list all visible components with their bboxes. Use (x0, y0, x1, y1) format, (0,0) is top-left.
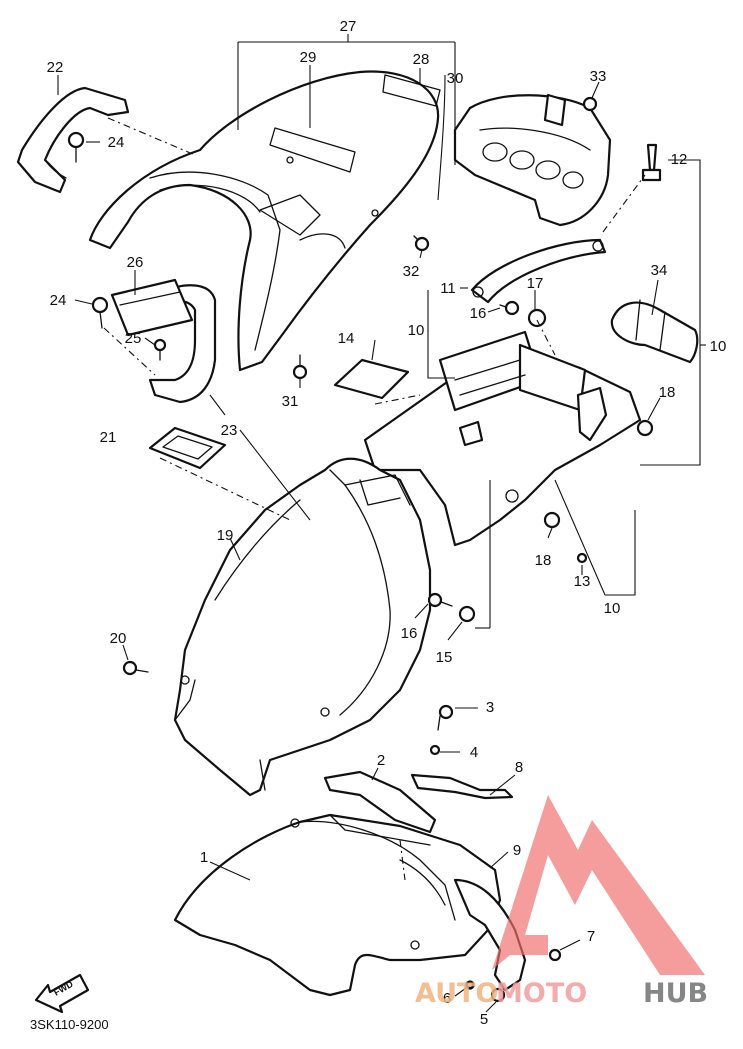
washer-6 (465, 980, 475, 990)
drawing-code: 3SK110-9200 (30, 1017, 109, 1032)
callout-3: 3 (486, 699, 494, 716)
callout-27: 27 (340, 18, 357, 35)
tool-bag (610, 299, 699, 364)
fender-stay-8 (410, 773, 514, 800)
callout-10-lower: 10 (604, 600, 621, 617)
callout-10-right: 10 (710, 338, 727, 355)
watermark-moto: MOTO (496, 978, 587, 1009)
watermark-triangle (492, 795, 705, 975)
bolt-24-lower (91, 296, 109, 329)
watermark-hub: HUB (643, 978, 708, 1009)
nut-15 (458, 605, 476, 623)
clip-7 (548, 948, 562, 962)
callout-11: 11 (440, 280, 456, 297)
bolt-16-lower (427, 592, 453, 608)
fasteners (67, 96, 654, 1003)
bolt-32 (413, 235, 430, 252)
bolt-5 (490, 987, 506, 1003)
callout-19: 19 (217, 527, 234, 544)
callout-9: 9 (513, 842, 521, 859)
rear-seat-cowl (88, 70, 441, 372)
callout-labels: 1 2 3 4 5 6 7 8 9 10 10 10 11 12 13 14 1… (47, 18, 727, 1028)
front-fender (173, 813, 527, 997)
callout-4: 4 (470, 744, 478, 761)
rear-fender (173, 457, 432, 797)
callout-18-center: 18 (535, 552, 552, 569)
callout-21: 21 (100, 429, 117, 446)
tail-light-housing (453, 93, 612, 227)
bolt-20 (122, 660, 149, 676)
bolt-24-upper (67, 131, 85, 163)
callout-15: 15 (436, 649, 453, 666)
callout-7: 7 (587, 928, 595, 945)
callout-31: 31 (282, 393, 299, 410)
callout-18-right: 18 (659, 384, 676, 401)
nut-33 (582, 96, 598, 112)
nut-18-right (636, 419, 654, 437)
callout-32: 32 (403, 263, 420, 280)
callout-20: 20 (110, 630, 127, 647)
callout-16-lower: 16 (401, 625, 418, 642)
callout-6: 6 (443, 990, 451, 1007)
bolt-16-upper (499, 300, 520, 316)
callout-17: 17 (527, 275, 544, 292)
callout-16-upper: 16 (470, 305, 487, 322)
rivet-12 (641, 143, 662, 182)
callout-26: 26 (127, 254, 144, 271)
nut-18-center (543, 511, 561, 529)
callout-2: 2 (377, 752, 385, 769)
callout-33: 33 (590, 68, 607, 85)
bolt-25 (153, 338, 167, 361)
inner-fender-tray (363, 330, 642, 547)
reflector-21 (148, 426, 227, 470)
pad-14 (333, 358, 410, 400)
callout-22: 22 (47, 59, 64, 76)
callout-23: 23 (221, 422, 238, 439)
callout-5: 5 (480, 1011, 488, 1028)
callout-25: 25 (125, 330, 142, 347)
callout-12: 12 (671, 151, 688, 168)
bolt-3 (437, 704, 454, 731)
leader-lines (57, 34, 706, 1013)
callout-1: 1 (200, 849, 208, 866)
callout-28: 28 (413, 51, 430, 68)
callout-29: 29 (300, 49, 317, 66)
callout-13: 13 (574, 573, 591, 590)
callout-10-upper: 10 (408, 322, 425, 339)
callout-8: 8 (515, 759, 523, 776)
watermark-logo (492, 795, 705, 975)
watermark-auto: AUTO (415, 978, 498, 1009)
bolt-31 (292, 354, 308, 380)
washer-13 (576, 552, 588, 564)
side-bracket (110, 278, 217, 404)
callout-14: 14 (338, 330, 355, 347)
callout-24-upper: 24 (108, 134, 125, 151)
callout-34: 34 (651, 262, 668, 279)
washer-4 (429, 744, 441, 756)
callout-24-lower: 24 (50, 292, 67, 309)
grab-bar-left (16, 86, 130, 194)
stay-bracket (470, 238, 607, 304)
callout-30: 30 (447, 70, 464, 87)
forward-arrow: FWD (34, 973, 90, 1014)
nut-17 (527, 308, 547, 328)
